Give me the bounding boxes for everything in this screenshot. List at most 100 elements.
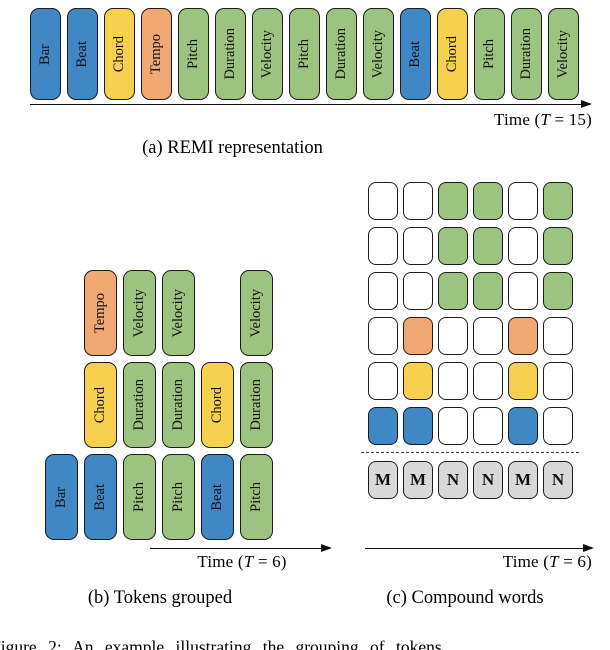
cp-token-white (438, 317, 468, 355)
token-pitch: Pitch (240, 454, 273, 540)
cp-token-green (543, 227, 573, 265)
token-beat: Beat (201, 454, 234, 540)
cp-token-green (438, 272, 468, 310)
cp-token-yellow (403, 362, 433, 400)
token-chord: Chord (104, 8, 135, 100)
token-label: Duration (333, 28, 350, 80)
time-axis-a (30, 99, 592, 108)
time-label-b: Time (T = 6) (162, 552, 322, 572)
cp-token-white (368, 227, 398, 265)
token-pitch: Pitch (178, 8, 209, 100)
token-label: Tempo (148, 33, 165, 75)
time-label-pre: Time ( (197, 552, 244, 571)
time-label-post: = 15) (550, 110, 592, 129)
token-label: Beat (74, 40, 91, 68)
cp-token-green (473, 182, 503, 220)
token-duration: Duration (162, 362, 195, 448)
empty-cell (45, 270, 78, 356)
family-token-n: N (438, 461, 468, 499)
token-label: Pitch (170, 482, 187, 512)
cp-token-white (438, 362, 468, 400)
token-chord: Chord (201, 362, 234, 448)
token-duration: Duration (326, 8, 357, 100)
family-token-n: N (473, 461, 503, 499)
caption-panel-a: (a) REMI representation (142, 138, 323, 158)
cp-token-white (368, 182, 398, 220)
cp-token-white (368, 272, 398, 310)
figure-caption: Figure 2: An example illustrating the gr… (0, 637, 442, 650)
time-label-post: = 6) (253, 552, 287, 571)
token-bar: Bar (45, 454, 78, 540)
token-label: Velocity (131, 288, 148, 338)
family-token-n: N (543, 461, 573, 499)
token-tempo: Tempo (84, 270, 117, 356)
token-duration: Duration (215, 8, 246, 100)
token-pitch: Pitch (123, 454, 156, 540)
token-label: Pitch (481, 39, 498, 69)
token-beat: Beat (67, 8, 98, 100)
cp-token-green (473, 227, 503, 265)
token-beat: Beat (400, 8, 431, 100)
token-label: Velocity (170, 288, 187, 338)
token-label: Chord (111, 35, 128, 73)
token-label: Pitch (248, 482, 265, 512)
token-bar: Bar (30, 8, 61, 100)
cp-token-green (543, 182, 573, 220)
cp-token-white (368, 317, 398, 355)
token-beat: Beat (84, 454, 117, 540)
token-label: Bar (53, 486, 70, 508)
cp-token-yellow (508, 362, 538, 400)
token-label: Duration (248, 379, 265, 431)
token-label: Duration (131, 379, 148, 431)
time-label-var: T (540, 110, 551, 129)
time-label-pre: Time ( (502, 552, 550, 571)
time-label-a: Time (T = 15) (430, 110, 592, 130)
token-chord: Chord (84, 362, 117, 448)
token-label: Duration (518, 28, 535, 80)
token-label: Pitch (296, 39, 313, 69)
token-velocity: Velocity (363, 8, 394, 100)
token-label: Velocity (370, 29, 387, 79)
cp-token-white (403, 272, 433, 310)
token-label: Beat (407, 40, 424, 68)
token-label: Velocity (259, 29, 276, 79)
family-token-m: M (403, 461, 433, 499)
time-label-pre: Time ( (494, 110, 541, 129)
token-duration: Duration (123, 362, 156, 448)
token-label: Duration (222, 28, 239, 80)
token-pitch: Pitch (474, 8, 505, 100)
time-axis-b (150, 543, 332, 552)
cp-token-white (508, 227, 538, 265)
cp-token-white (368, 362, 398, 400)
cp-token-blue (508, 407, 538, 445)
cp-token-white (473, 407, 503, 445)
token-tempo: Tempo (141, 8, 172, 100)
cp-token-white (403, 182, 433, 220)
token-label: Duration (170, 379, 187, 431)
cp-token-green (438, 182, 468, 220)
cp-token-white (508, 272, 538, 310)
token-label: Tempo (92, 292, 109, 334)
cp-token-white (438, 407, 468, 445)
cp-token-white (543, 317, 573, 355)
remi-token-sequence: Bar Beat Chord Tempo Pitch Duration Velocity Pi… (30, 8, 579, 100)
compound-word-grid (368, 182, 573, 445)
token-velocity: Velocity (548, 8, 579, 100)
right-arrowhead-icon (321, 543, 332, 552)
cp-token-white (473, 362, 503, 400)
cp-token-white (543, 407, 573, 445)
cp-token-blue (368, 407, 398, 445)
token-velocity: Velocity (123, 270, 156, 356)
time-label-c: Time (T = 6) (432, 552, 592, 572)
token-duration: Duration (240, 362, 273, 448)
cp-token-orange (403, 317, 433, 355)
empty-cell (201, 270, 234, 356)
token-label: Velocity (248, 288, 265, 338)
token-pitch: Pitch (289, 8, 320, 100)
cp-token-green (438, 227, 468, 265)
time-label-post: = 6) (558, 552, 592, 571)
token-label: Pitch (131, 482, 148, 512)
caption-panel-c: (c) Compound words (386, 588, 544, 608)
